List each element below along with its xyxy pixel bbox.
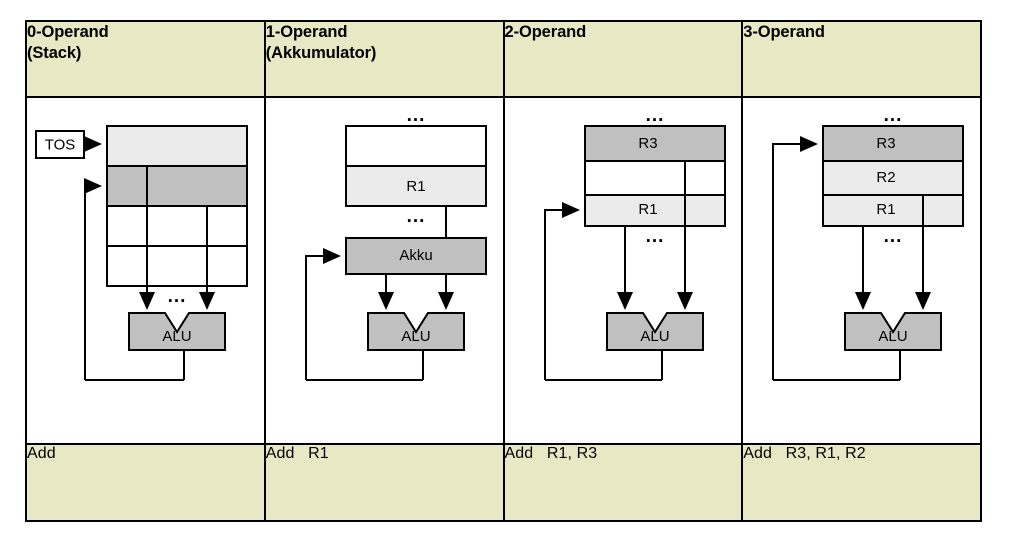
- regfile-cell-r3: [824, 127, 963, 161]
- register-label-r3: R3: [877, 135, 896, 152]
- two-operand-diagram: ... R3: [505, 98, 742, 443]
- header-row: 0-Operand (Stack) 1-Operand (Akkumulator…: [25, 20, 982, 98]
- register-label-r1: R1: [877, 201, 896, 218]
- akku-feedback-arrow: [304, 248, 341, 380]
- alu-shape: [605, 312, 704, 351]
- register-file-outline: [344, 125, 487, 207]
- stack-cell-3: [108, 247, 246, 285]
- regfile-cell-r3: [585, 127, 724, 161]
- alu-shape: [366, 312, 465, 351]
- instruction-cell-2-operand: Add R1, R3: [502, 443, 744, 522]
- comparison-table: 0-Operand (Stack) 1-Operand (Akkumulator…: [25, 20, 982, 522]
- result-feedback-arrow: [772, 136, 819, 380]
- accumulator-box: [344, 237, 487, 275]
- column-header-0-operand: 0-Operand (Stack): [25, 20, 266, 98]
- header-label-0: 0-Operand (Stack): [27, 23, 109, 63]
- diagram-cell-0-operand: TOS ... ALU: [25, 96, 266, 445]
- instruction-row: Add Add R1 Add R1, R3 Add R3, R1, R2: [25, 443, 982, 522]
- accumulator-diagram-svg: ... R1 ...: [304, 105, 487, 381]
- instruction-cell-0-operand: Add: [25, 443, 266, 522]
- regfile-cell-1: [346, 167, 485, 205]
- instruction-label-2: Add R1, R3: [504, 445, 598, 462]
- instruction-cell-3-operand: Add R3, R1, R2: [741, 443, 982, 522]
- three-operand-diagram-svg: ... R3: [772, 105, 965, 381]
- regfile-cell-r1: [824, 196, 963, 225]
- column-header-2-operand: 2-Operand: [502, 20, 744, 98]
- accumulator-diagram: ... R1 ...: [266, 98, 503, 443]
- stack-feedback-arrow: [84, 178, 102, 380]
- regfile-top-ellipsis: ...: [884, 105, 903, 126]
- stack-box-outline: [106, 125, 248, 287]
- regfile-cell-r1: [585, 196, 724, 225]
- column-header-1-operand: 1-Operand (Akkumulator): [263, 20, 505, 98]
- diagram-cell-2-operand: ... R3: [502, 96, 744, 445]
- regfile-bottom-ellipsis: ...: [406, 206, 425, 227]
- regfile-cell-empty: [585, 162, 724, 195]
- diagram-cell-3-operand: ... R3: [741, 96, 982, 445]
- alu-label: ALU: [640, 328, 669, 345]
- register-label-r2: R2: [877, 169, 896, 186]
- diagram-cell-1-operand: ... R1 ...: [263, 96, 505, 445]
- regfile-cell-0: [346, 127, 485, 166]
- stack-ellipsis: ...: [168, 286, 187, 307]
- alu-label: ALU: [162, 328, 191, 345]
- alu-label: ALU: [879, 328, 908, 345]
- alu-label: ALU: [401, 328, 430, 345]
- regfile-top-ellipsis: ...: [645, 105, 664, 126]
- stack-cell-1: [108, 167, 246, 206]
- diagram-row: TOS ... ALU: [25, 96, 982, 445]
- two-operand-diagram-svg: ... R3: [543, 105, 726, 381]
- stack-diagram-svg: TOS ... ALU: [35, 125, 248, 381]
- instruction-cell-1-operand: Add R1: [263, 443, 505, 522]
- instruction-label-1: Add R1: [265, 445, 329, 462]
- regfile-top-ellipsis: ...: [406, 105, 425, 126]
- regfile-bottom-ellipsis: ...: [884, 226, 903, 247]
- instruction-label-0: Add: [27, 445, 56, 462]
- header-label-2: 2-Operand: [504, 23, 587, 41]
- regfile-cell-r2: [824, 162, 963, 195]
- tos-label: TOS: [45, 136, 76, 153]
- header-label-1: 1-Operand (Akkumulator): [265, 23, 377, 63]
- three-operand-diagram: ... R3: [743, 98, 980, 443]
- accumulator-label: Akku: [399, 247, 432, 264]
- header-label-3: 3-Operand: [743, 23, 825, 41]
- alu-shape: [844, 312, 943, 351]
- stack-cell-2: [108, 207, 246, 246]
- stack-diagram: TOS ... ALU: [27, 98, 264, 443]
- result-feedback-arrow: [543, 202, 580, 380]
- operand-format-table: 0-Operand (Stack) 1-Operand (Akkumulator…: [25, 20, 982, 522]
- register-file-outline: [583, 125, 726, 227]
- stack-cell-0: [108, 127, 246, 166]
- alu-shape: [128, 312, 226, 351]
- tos-label-box: [35, 130, 85, 159]
- register-label-r3: R3: [638, 135, 657, 152]
- column-header-3-operand: 3-Operand: [741, 20, 982, 98]
- instruction-label-3: Add R3, R1, R2: [743, 445, 866, 462]
- register-label-r1: R1: [406, 178, 425, 195]
- regfile-bottom-ellipsis: ...: [645, 226, 664, 247]
- register-label-r1: R1: [638, 201, 657, 218]
- register-file-outline: [822, 125, 965, 227]
